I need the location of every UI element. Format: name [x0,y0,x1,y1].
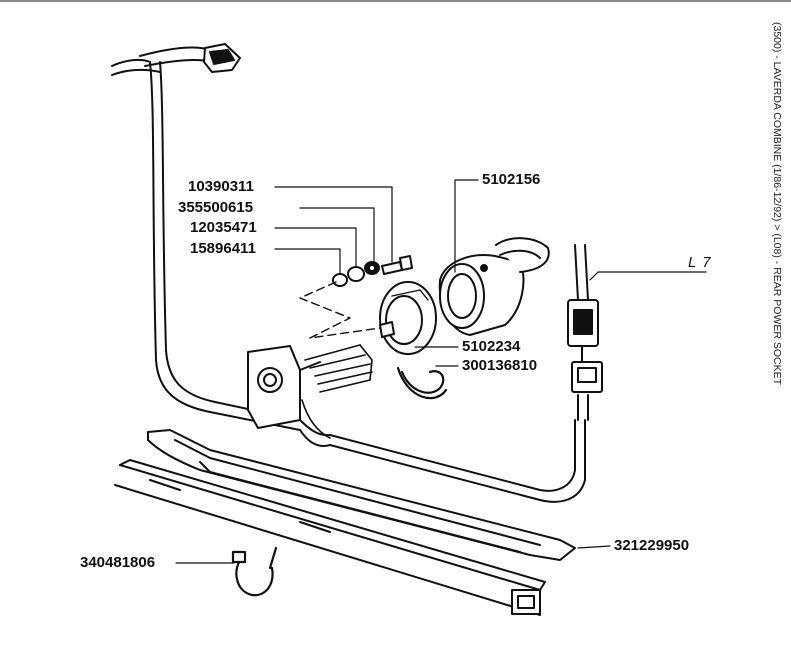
part-label-5102234: 5102234 [462,338,521,355]
socket-insert [379,281,437,355]
reference-label-l7: L 7 [688,254,712,271]
part-label-15896411: 15896411 [190,240,256,257]
part-label-355500615: 355500615 [178,199,254,216]
frame-rail [114,459,546,616]
right-connector-pair [567,299,603,393]
hardware-stack [332,255,413,287]
top-border [0,0,791,2]
part-label-10390311: 10390311 [188,178,254,195]
part-label-321229950: 321229950 [614,537,690,554]
circlip [396,366,448,400]
leader-lines [175,179,707,564]
top-plug-connector [203,43,241,73]
cable-clip [231,546,278,597]
mounting-bracket [247,345,321,429]
terminal-wires [301,344,373,439]
part-label-300136810: 300136810 [462,357,538,374]
power-socket-body [438,237,550,336]
assembly-dash-line [299,281,381,339]
part-label-5102156: 5102156 [482,171,541,188]
part-label-12035471: 12035471 [190,219,257,236]
cover-plate [147,429,576,561]
part-label-340481806: 340481806 [80,554,156,571]
diagram-title: (3500) - LAVERDA COMBINE (1/86-12/92) > … [771,22,783,386]
